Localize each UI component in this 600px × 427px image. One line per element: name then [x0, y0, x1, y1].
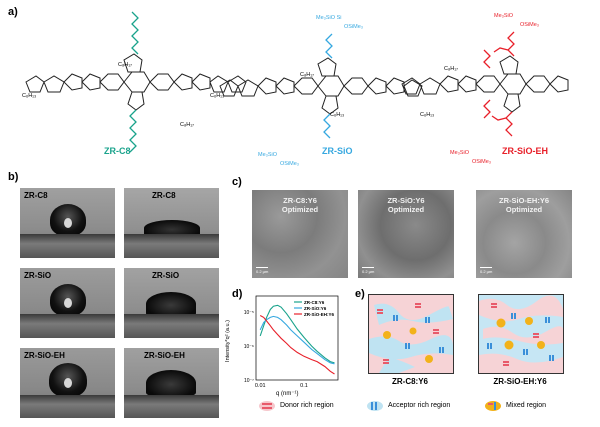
map-graphic: [479, 295, 563, 373]
tem-title: ZR-SiO-EH:Y6: [498, 196, 549, 205]
siloxane-label-eh-bottom: Me₃SiO: [450, 150, 470, 156]
chart-ylabel: Intensity*q² (a.u.): [224, 320, 231, 362]
saxs-chart: 0.01 0.1 10⁻⁵ 10⁻⁶ 10⁻⁷ ZR-C8:Y6ZR-SiO:Y6ZR-…: [244, 295, 339, 389]
substrate: [20, 395, 115, 418]
label-c6h13-right-3: C₆H₁₃: [420, 112, 435, 118]
contact-angle-tile-6: ZR-SiO-EH: [124, 348, 219, 418]
siloxane-si-text: Si: [336, 15, 342, 21]
series-line: [259, 315, 335, 375]
legend-swatch-mixed: [485, 401, 501, 411]
contact-angle-tile-4: ZR-SiO: [124, 268, 219, 338]
contact-angle-tile-1: ZR-C8: [20, 188, 115, 258]
chart-frame: [255, 295, 339, 381]
molecule-name-zr-sio-eh: ZR-SiO-EH: [502, 146, 548, 156]
droplet-highlight: [64, 218, 72, 228]
tem-label: ZR-SiO:Y6 Optimized: [358, 196, 454, 214]
legend-label-acceptor: Acceptor rich region: [388, 402, 451, 409]
tem-subtitle: Optimized: [281, 205, 319, 214]
scale-bar: 0.2 µm: [480, 269, 493, 274]
siloxane-label-eh-bottom-sub: OSiMe₃: [472, 159, 492, 165]
panel-label-b: b): [8, 171, 19, 183]
map-title-2: ZR-SiO-EH:Y6: [493, 377, 547, 386]
tem-label: ZR-C8:Y6 Optimized: [252, 196, 348, 214]
siloxane-label-sio-top-sub: OSiMe₃: [344, 24, 364, 30]
droplet-highlight: [64, 298, 72, 308]
legend-swatch-donor: [259, 401, 275, 411]
label-c6h13-right-1: C₆H₁₃: [210, 93, 225, 99]
scale-bar: 0.2 µm: [362, 269, 375, 274]
label-c8h17-bottom-1: C₈H₁₇: [180, 122, 194, 128]
label-c6h13-left: C₆H₁₃: [22, 93, 37, 99]
series-line: [259, 315, 335, 365]
substrate: [124, 395, 219, 418]
morphology-map-2: [478, 294, 564, 374]
tem-title: ZR-C8:Y6: [283, 196, 317, 205]
scale-bar: 0.2 µm: [256, 269, 269, 274]
substrate: [20, 314, 115, 338]
chart-xlabel: q (nm⁻¹): [276, 391, 299, 397]
molecule-zr-sio-structure: [219, 33, 423, 139]
panel-label-e: e): [355, 288, 365, 300]
molecular-structures: [25, 11, 569, 153]
legend-label: ZR-C8:Y6: [304, 300, 325, 305]
panel-label-c: c): [232, 176, 242, 188]
droplet-highlight: [64, 378, 72, 388]
siloxane-label-sio-bottom-sub: OSiMe₃: [280, 161, 300, 167]
tile-label: ZR-SiO-EH: [144, 351, 185, 360]
substrate: [124, 234, 219, 258]
tem-subtitle: Optimized: [387, 205, 425, 214]
molecule-name-zr-sio: ZR-SiO: [322, 146, 353, 156]
substrate: [20, 234, 115, 258]
tile-label: ZR-C8: [152, 191, 176, 200]
molecule-name-zr-c8: ZR-C8: [104, 146, 131, 156]
panel-label-a: a): [8, 6, 18, 18]
tile-label: ZR-C8: [24, 191, 48, 200]
tem-image-3: ZR-SiO-EH:Y6 Optimized 0.2 µm: [476, 190, 572, 278]
molecule-zr-sio-eh-structure: [401, 31, 569, 137]
legend-label-mixed: Mixed region: [506, 402, 547, 409]
morphology-map-1: [368, 294, 454, 374]
y-tick-label: 10⁻⁷: [244, 378, 254, 384]
contact-angle-tile-2: ZR-C8: [124, 188, 219, 258]
label-c6h13-right-2: C₆H₁₃: [330, 112, 345, 118]
label-c8h17-top-1: C₈H₁₇: [118, 62, 132, 68]
droplet: [144, 220, 200, 236]
map-title-1: ZR-C8:Y6: [391, 377, 428, 386]
tem-image-1: ZR-C8:Y6 Optimized 0.2 µm: [252, 190, 348, 278]
contact-angle-tile-3: ZR-SiO: [20, 268, 115, 338]
molecule-zr-c8-structure: [25, 11, 247, 153]
panel-label-d: d): [232, 288, 243, 300]
tem-subtitle: Optimized: [505, 205, 543, 214]
x-tick-label: 0.01: [255, 383, 266, 389]
label-c8h17-top-2: C₈H₁₇: [300, 72, 314, 78]
tem-image-2: ZR-SiO:Y6 Optimized 0.2 µm: [358, 190, 454, 278]
legend-label: ZR-SiO:Y6: [304, 306, 327, 311]
tem-label: ZR-SiO-EH:Y6 Optimized: [476, 196, 572, 214]
map-graphic: [369, 295, 453, 373]
siloxane-label-sio-bottom: Me₃SiO: [258, 152, 278, 158]
tile-label: ZR-SiO: [24, 271, 52, 280]
droplet: [146, 370, 196, 396]
tem-title: ZR-SiO:Y6: [387, 196, 425, 205]
siloxane-label-eh-top: Me₃SiO: [494, 13, 514, 19]
substrate: [124, 314, 219, 338]
siloxane-top-text: Me₃SiO: [316, 15, 336, 21]
siloxane-label-eh-top-sub: OSiMe₃: [520, 22, 540, 28]
legend-label-donor: Donor rich region: [280, 402, 334, 409]
droplet: [146, 292, 196, 316]
legend-label: ZR-SiO-EH:Y6: [304, 312, 334, 317]
legend-swatch-acceptor: [367, 401, 383, 411]
tile-label: ZR-SiO-EH: [24, 351, 65, 360]
tile-label: ZR-SiO: [152, 271, 180, 280]
siloxane-label-sio-top: Me₃SiO Si: [316, 15, 341, 21]
contact-angle-tile-5: ZR-SiO-EH: [20, 348, 115, 418]
series-line: [259, 304, 335, 364]
y-tick-label: 10⁻⁵: [244, 310, 254, 316]
y-tick-label: 10⁻⁶: [244, 344, 254, 350]
x-tick-label: 0.1: [300, 383, 308, 389]
label-c8h17-top-3: C₈H₁₇: [444, 66, 458, 72]
